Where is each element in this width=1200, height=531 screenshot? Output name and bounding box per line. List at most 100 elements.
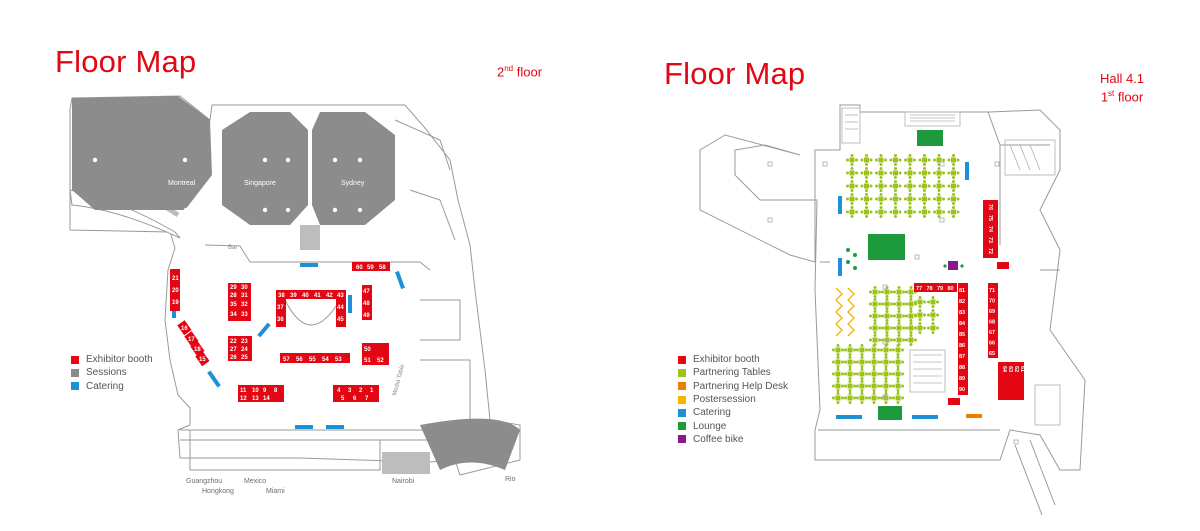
table-top	[907, 183, 913, 189]
table-chair	[908, 202, 912, 205]
table-chair	[850, 193, 854, 196]
table-chair	[884, 389, 888, 392]
table-chair	[956, 210, 960, 214]
poster-wall	[847, 287, 855, 337]
table-chair	[937, 167, 941, 170]
booth-num-71: 71	[989, 288, 995, 294]
legend-label: Partnering Help Desk	[693, 380, 789, 392]
table-chair	[923, 300, 926, 304]
booth-num-38: 38	[278, 293, 285, 299]
table-chair	[841, 360, 844, 364]
table-chair	[841, 396, 844, 400]
table-chair	[848, 353, 852, 356]
catering-bar	[836, 415, 862, 419]
table-chair	[885, 298, 889, 301]
pillars	[767, 161, 1019, 445]
table-chair	[902, 290, 905, 294]
partnering-table	[880, 344, 892, 356]
left-floor-number: 2	[497, 64, 505, 80]
table-chair	[869, 197, 873, 201]
partnering-table	[892, 344, 904, 356]
table-top	[936, 170, 942, 176]
left-floor-word: floor	[513, 64, 543, 80]
booth-38-43	[276, 290, 346, 299]
table-chair	[832, 372, 835, 376]
partnering-table	[846, 206, 858, 218]
table-chair	[905, 290, 908, 294]
partnering-table	[905, 334, 917, 346]
booth-num-89: 89	[959, 376, 965, 382]
table-chair	[896, 389, 900, 392]
table-chair	[836, 356, 840, 359]
table-chair	[860, 401, 864, 404]
table-top	[908, 313, 914, 319]
table-chair	[865, 163, 868, 166]
partnering-table	[933, 206, 945, 218]
booth-num-60: 60	[356, 265, 363, 271]
table-chair	[884, 210, 887, 214]
partnering-table	[875, 206, 887, 218]
table-top	[878, 157, 884, 163]
pillar	[939, 217, 945, 223]
legend-swatch	[678, 422, 686, 431]
table-top	[896, 313, 902, 319]
table-chair	[933, 184, 936, 188]
partnering-table	[927, 322, 939, 334]
table-chair	[918, 322, 922, 325]
table-chair	[873, 322, 877, 325]
table-chair	[878, 338, 881, 342]
booth-num-44: 44	[337, 305, 344, 311]
partnering-table	[889, 154, 902, 166]
table-top	[895, 359, 901, 365]
table-chair	[952, 193, 955, 196]
table-chair	[902, 302, 905, 306]
partnering-table	[844, 344, 856, 356]
table-chair	[844, 396, 847, 400]
booth-num-88: 88	[959, 365, 965, 371]
table-chair	[877, 348, 880, 352]
pillar	[1013, 439, 1019, 445]
table-chair	[896, 380, 900, 383]
booth-num-81: 81	[959, 288, 965, 294]
table-chair	[860, 197, 864, 201]
table-top	[859, 383, 865, 389]
table-chair	[889, 171, 893, 175]
table-chair	[865, 180, 868, 183]
booth-num-73: 73	[987, 237, 993, 243]
table-chair	[896, 365, 900, 368]
table-top	[930, 299, 936, 305]
lounge-seat	[943, 264, 947, 268]
room-connector	[300, 225, 320, 250]
table-chair	[873, 334, 877, 337]
table-chair	[879, 189, 883, 192]
right-legend: Exhibitor booth Partnering Tables Partne…	[678, 353, 788, 446]
booth-num-29: 29	[230, 285, 237, 291]
table-chair	[873, 319, 877, 322]
pillar	[882, 394, 888, 400]
table-chair	[892, 372, 895, 376]
table-chair	[881, 302, 884, 306]
table-top	[878, 196, 884, 202]
partnering-table	[914, 296, 926, 308]
table-chair	[897, 331, 901, 334]
partnering-table	[868, 368, 880, 380]
table-top	[859, 371, 865, 377]
table-chair	[856, 396, 859, 400]
table-chair	[841, 348, 844, 352]
legend-label: Coffee bike	[693, 433, 744, 445]
table-chair	[897, 286, 901, 289]
right-floor-label: Hall 4.1 1st floor	[1092, 71, 1152, 104]
table-chair	[860, 365, 864, 368]
partnering-table	[892, 356, 904, 368]
table-chair	[905, 326, 908, 330]
table-chair	[875, 197, 878, 201]
table-chair	[918, 184, 922, 188]
table-chair	[846, 197, 849, 201]
table-chair	[956, 184, 960, 188]
table-chair	[889, 372, 892, 376]
table-chair	[844, 348, 847, 352]
partnering-table	[860, 206, 873, 218]
booth-num-54: 54	[322, 357, 329, 363]
table-top	[936, 196, 942, 202]
table-chair	[893, 338, 896, 342]
